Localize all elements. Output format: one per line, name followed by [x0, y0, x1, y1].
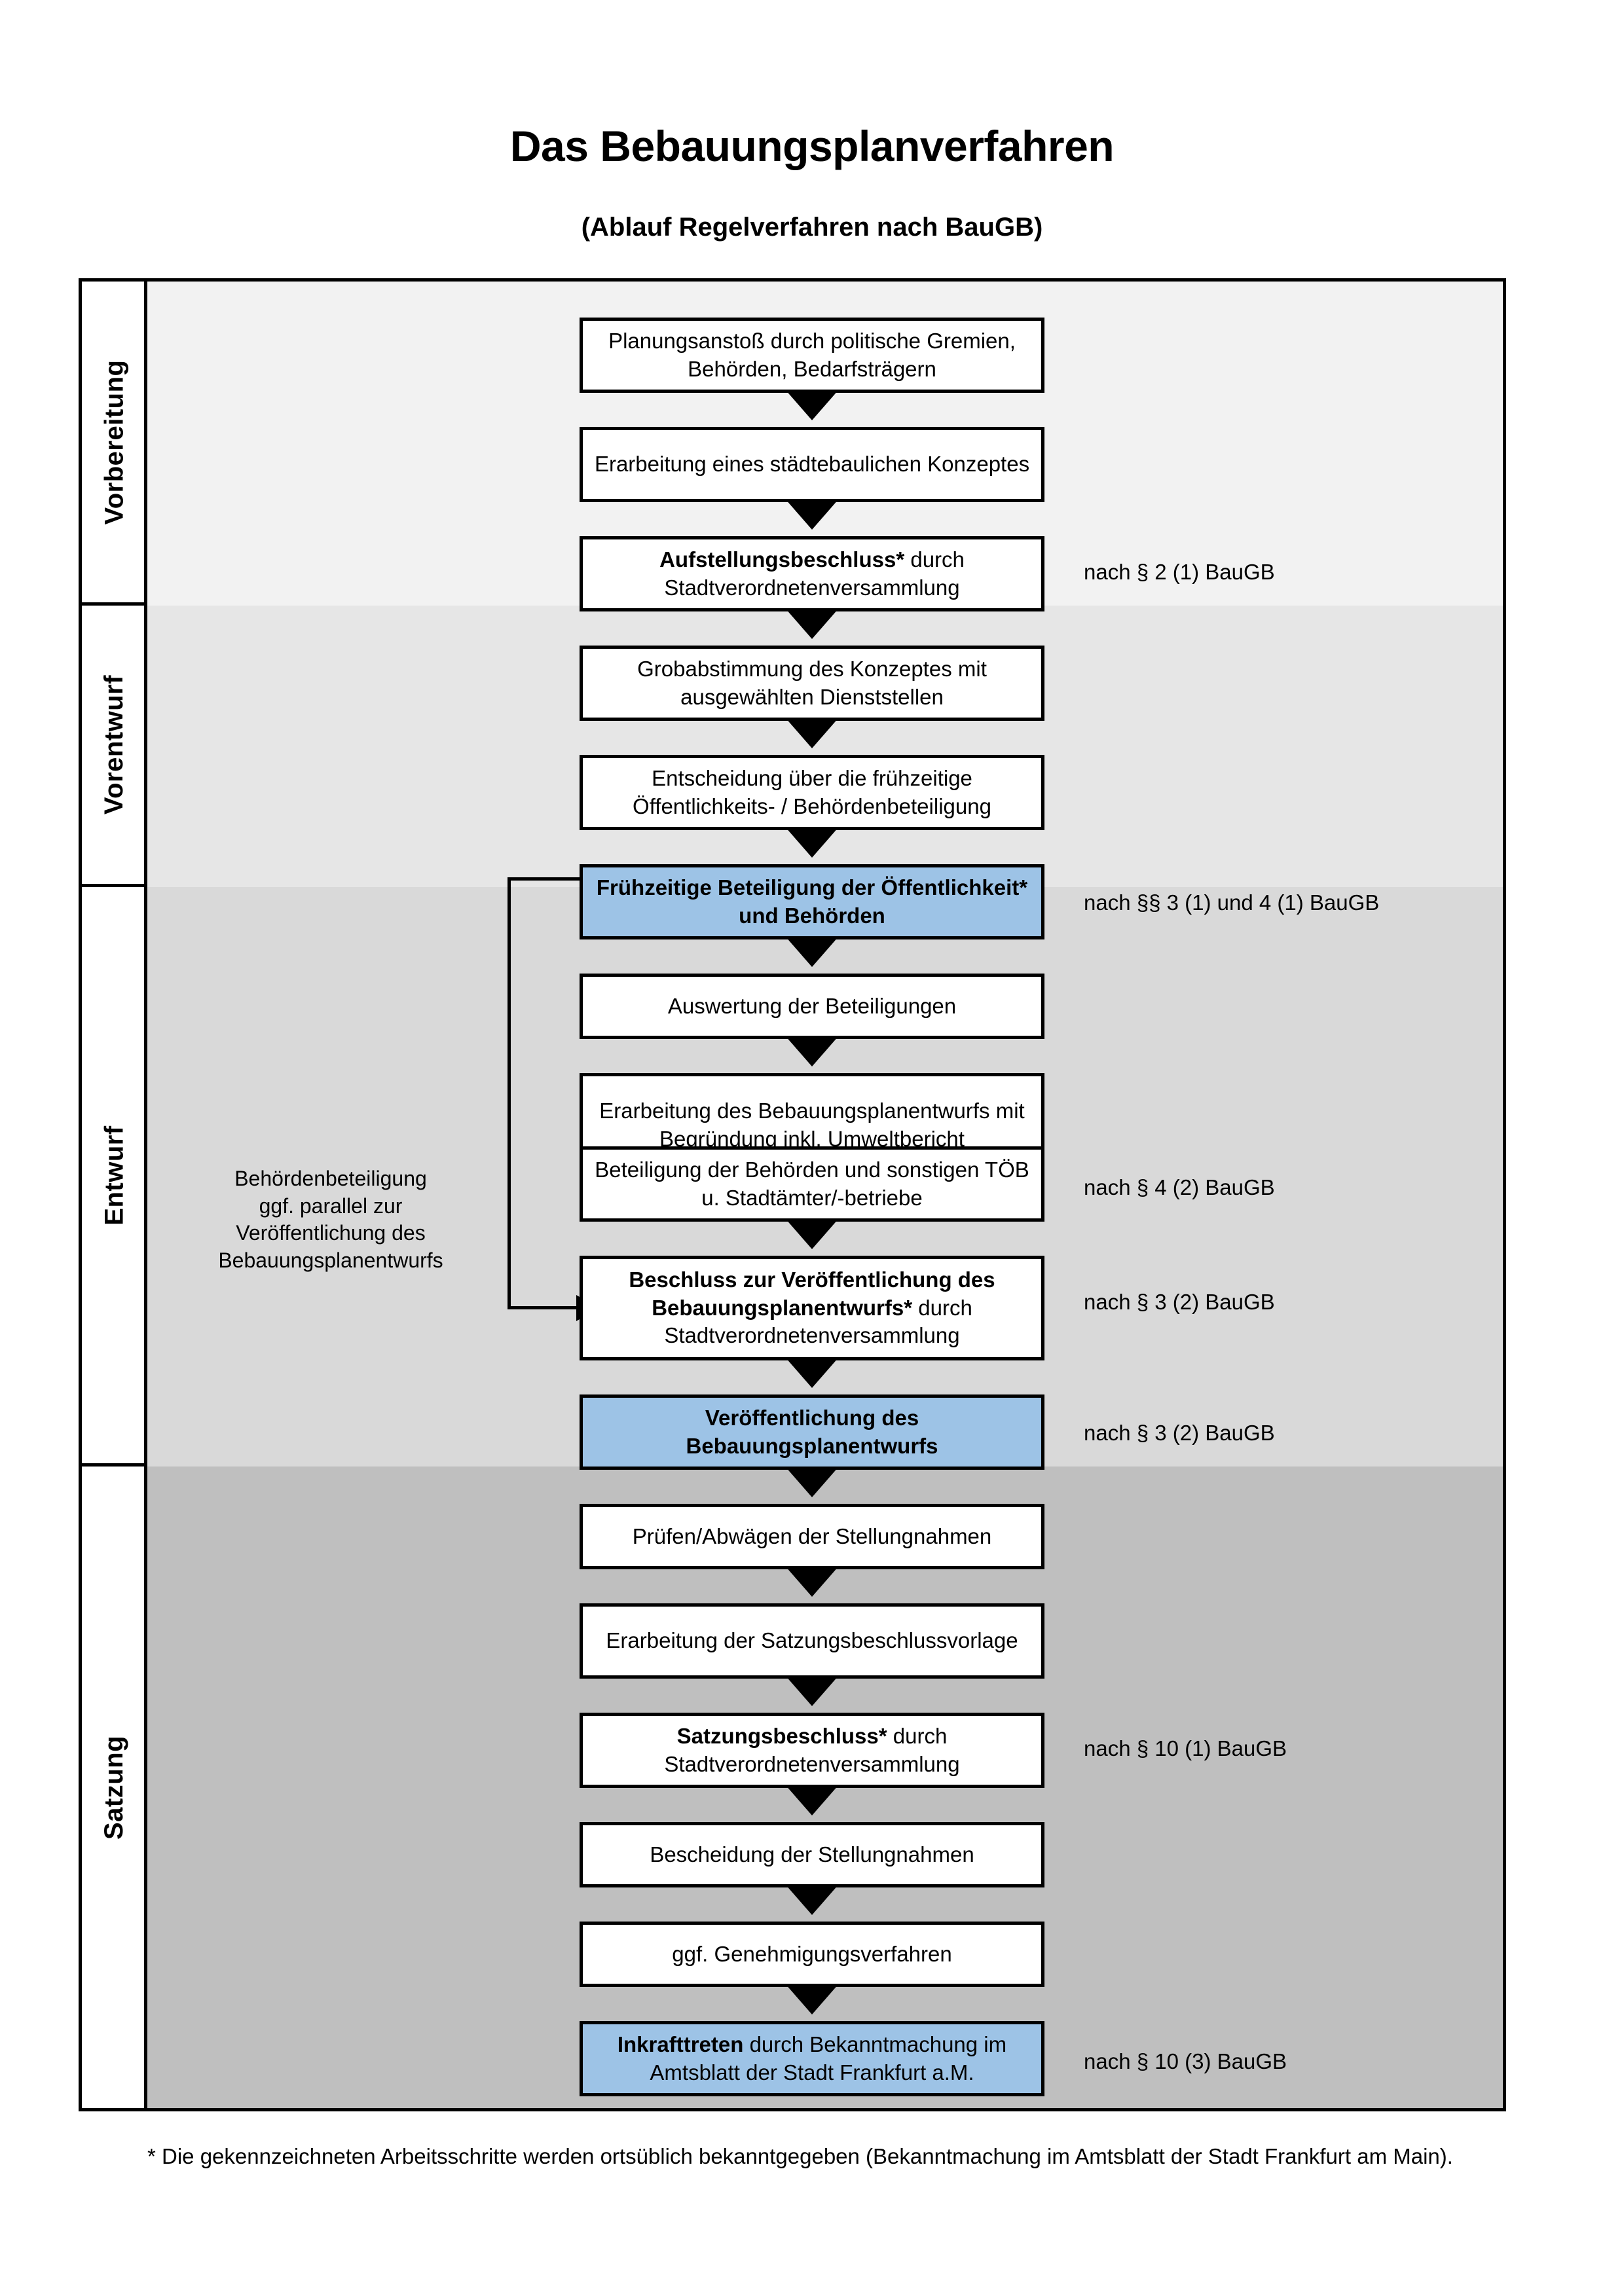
- phase-cell-vorentwurf[interactable]: Vorentwurf: [82, 606, 147, 887]
- reference-step-11: nach § 3 (2) BauGB: [1084, 1421, 1275, 1445]
- step-box-7[interactable]: Auswertung der Beteiligungen: [580, 974, 1044, 1039]
- step-text-14: Satzungsbeschluss* durch Stadtverordnete…: [664, 1723, 960, 1776]
- step-box-6[interactable]: Frühzeitige Beteiligung der Öffentlichke…: [580, 864, 1044, 939]
- flowchart-frame: Vorbereitung Vorentwurf Entwurf Satzung …: [79, 278, 1506, 2111]
- page-subtitle: (Ablauf Regelverfahren nach BauGB): [581, 213, 1043, 242]
- page-title: Das Bebauungsplanverfahren: [509, 122, 1115, 170]
- step-box-3[interactable]: Aufstellungsbeschluss* durch Stadtverord…: [580, 536, 1044, 611]
- step-box-17[interactable]: Inkrafttreten durch Bekanntmachung im Am…: [580, 2021, 1044, 2096]
- arrow-7-8: [785, 1036, 839, 1066]
- step-text-11: Veröffentlichung des Bebauungsplanentwur…: [686, 1405, 938, 1458]
- step-text-9: Beteiligung der Behörden und sonstigen T…: [595, 1157, 1029, 1210]
- step-text-4: Grobabstimmung des Konzeptes mit ausgewä…: [637, 656, 987, 709]
- step-text-17: Inkrafttreten durch Bekanntmachung im Am…: [617, 2032, 1007, 2085]
- arrow-16-17: [785, 1984, 839, 2014]
- step-box-15[interactable]: Bescheidung der Stellungnahmen: [580, 1822, 1044, 1887]
- step-text-1: Planungsanstoß durch politische Gremien,…: [608, 328, 1016, 381]
- step-box-16[interactable]: ggf. Genehmigungsverfahren: [580, 1922, 1044, 1987]
- bypass-connector-top: [507, 877, 593, 881]
- reference-step-17: nach § 10 (3) BauGB: [1084, 2049, 1287, 2073]
- side-note-behoerdenbeteiligung: Behördenbeteiligung ggf. parallel zur Ve…: [218, 1167, 443, 1272]
- step-box-9[interactable]: Beteiligung der Behörden und sonstigen T…: [580, 1146, 1044, 1222]
- reference-step-9: nach § 4 (2) BauGB: [1084, 1175, 1275, 1199]
- step-box-1[interactable]: Planungsanstoß durch politische Gremien,…: [580, 318, 1044, 393]
- bypass-connector-vert: [507, 877, 511, 1309]
- arrow-3-4: [785, 608, 839, 639]
- phase-cell-entwurf[interactable]: Entwurf: [82, 887, 147, 1467]
- arrow-10-11: [785, 1357, 839, 1388]
- step-box-11[interactable]: Veröffentlichung des Bebauungsplanentwur…: [580, 1394, 1044, 1470]
- step-text-5: Entscheidung über die frühzeitige Öffent…: [633, 765, 991, 818]
- phase-label-vorbereitung: Vorbereitung: [100, 359, 129, 524]
- step-box-4[interactable]: Grobabstimmung des Konzeptes mit ausgewä…: [580, 646, 1044, 721]
- phase-label-entwurf: Entwurf: [100, 1125, 129, 1226]
- step-text-7: Auswertung der Beteiligungen: [667, 993, 957, 1018]
- phase-sidebar: Vorbereitung Vorentwurf Entwurf Satzung: [82, 282, 147, 2108]
- step-text-12: Prüfen/Abwägen der Stellungnahmen: [632, 1523, 992, 1548]
- arrow-6-7: [785, 936, 839, 967]
- step-box-10[interactable]: Beschluss zur Veröffentlichung des Bebau…: [580, 1256, 1044, 1360]
- reference-step-14: nach § 10 (1) BauGB: [1084, 1736, 1287, 1760]
- reference-step-3: nach § 2 (1) BauGB: [1084, 560, 1275, 584]
- phase-label-satzung: Satzung: [100, 1735, 129, 1840]
- reference-step-10: nach § 3 (2) BauGB: [1084, 1290, 1275, 1314]
- step-text-6: Frühzeitige Beteiligung der Öffentlichke…: [596, 875, 1028, 928]
- arrow-12-13: [785, 1566, 839, 1597]
- step-text-13: Erarbeitung der Satzungsbeschlussvorlage: [606, 1628, 1018, 1653]
- arrow-13-14: [785, 1675, 839, 1706]
- reference-step-6: nach §§ 3 (1) und 4 (1) BauGB: [1084, 890, 1380, 915]
- step-box-2[interactable]: Erarbeitung eines städtebaulichen Konzep…: [580, 427, 1044, 502]
- step-text-8: Erarbeitung des Bebauungsplanentwurfs mi…: [599, 1099, 1025, 1151]
- arrow-5-6: [785, 827, 839, 858]
- arrow-15-16: [785, 1884, 839, 1915]
- phase-cell-satzung[interactable]: Satzung: [82, 1467, 147, 2108]
- step-text-16: ggf. Genehmigungsverfahren: [672, 1941, 952, 1966]
- step-box-12[interactable]: Prüfen/Abwägen der Stellungnahmen: [580, 1504, 1044, 1569]
- arrow-1-2: [785, 390, 839, 420]
- step-text-10: Beschluss zur Veröffentlichung des Bebau…: [629, 1267, 995, 1348]
- step-text-3: Aufstellungsbeschluss* durch Stadtverord…: [659, 547, 965, 600]
- phase-label-vorentwurf: Vorentwurf: [100, 674, 129, 815]
- arrow-2-3: [785, 499, 839, 530]
- arrow-9-10: [785, 1218, 839, 1249]
- footnote: * Die gekennzeichneten Arbeitsschritte w…: [147, 2144, 1453, 2168]
- step-box-14[interactable]: Satzungsbeschluss* durch Stadtverordnete…: [580, 1713, 1044, 1788]
- step-box-5[interactable]: Entscheidung über die frühzeitige Öffent…: [580, 755, 1044, 830]
- step-text-2: Erarbeitung eines städtebaulichen Konzep…: [594, 452, 1030, 477]
- bypass-connector-bottom: [507, 1306, 596, 1309]
- phase-cell-vorbereitung[interactable]: Vorbereitung: [82, 282, 147, 606]
- step-box-13[interactable]: Erarbeitung der Satzungsbeschlussvorlage: [580, 1603, 1044, 1679]
- step-text-15: Bescheidung der Stellungnahmen: [650, 1842, 974, 1867]
- arrow-11-12: [785, 1467, 839, 1497]
- arrow-4-5: [785, 718, 839, 748]
- arrow-14-15: [785, 1785, 839, 1815]
